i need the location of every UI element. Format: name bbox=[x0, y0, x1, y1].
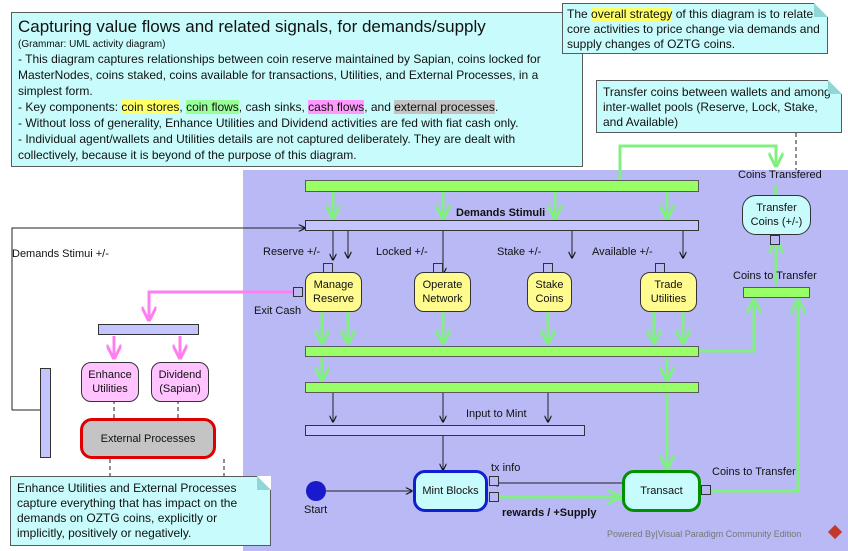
description-note: Capturing value flows and related signal… bbox=[11, 12, 583, 167]
pin-locked bbox=[433, 263, 443, 273]
legend-coin-stores: coin stores bbox=[121, 100, 180, 114]
coin-fork-bar-top bbox=[305, 180, 699, 192]
start-label: Start bbox=[304, 504, 328, 516]
pin-tx-info bbox=[489, 476, 499, 486]
coins-transfered-label: Coins Transfered bbox=[738, 169, 822, 181]
pin-rewards bbox=[489, 492, 499, 502]
input-to-mint-bar bbox=[305, 425, 585, 436]
pin-available bbox=[655, 263, 665, 273]
activity-swimlane bbox=[243, 170, 848, 551]
legend-external-processes: external processes bbox=[394, 100, 495, 114]
diagram-title: Capturing value flows and related signal… bbox=[18, 17, 486, 36]
demands-stimui-flow bbox=[11, 228, 305, 410]
footer-credit: Powered By|Visual Paradigm Community Edi… bbox=[607, 529, 802, 539]
pin-stake bbox=[543, 263, 553, 273]
strategy-note: The overall strategy of this diagram is … bbox=[562, 3, 828, 54]
dividend-action[interactable]: Dividend (Sapian) bbox=[151, 362, 209, 402]
demands-stimuli-bar bbox=[305, 220, 699, 231]
tx-info-label: tx info bbox=[491, 462, 521, 474]
coins-to-transfer-bottom-label: Coins to Transfer bbox=[712, 466, 796, 478]
external-join-bar bbox=[40, 368, 51, 458]
coins-to-transfer-bar bbox=[743, 287, 810, 298]
transfer-coins-action[interactable]: Transfer Coins (+/-) bbox=[742, 195, 811, 235]
locked-pm-label: Locked +/- bbox=[376, 246, 428, 258]
transfer-note: Transfer coins between wallets and among… bbox=[596, 80, 842, 133]
start-node bbox=[306, 481, 326, 501]
pin-reserve bbox=[323, 263, 333, 273]
pin-exit-cash bbox=[293, 287, 303, 297]
rewards-supply-label: rewards / +Supply bbox=[502, 507, 597, 519]
cash-split-bar bbox=[98, 324, 199, 335]
operate-network-action[interactable]: Operate Network bbox=[414, 272, 471, 312]
coin-join-bar bbox=[305, 346, 699, 357]
legend-coin-flows: coin flows bbox=[186, 100, 239, 114]
stake-coins-action[interactable]: Stake Coins bbox=[527, 272, 572, 312]
pin-coins-to-transfer bbox=[701, 485, 711, 495]
transact-action[interactable]: Transact bbox=[622, 470, 701, 512]
description-line-1: - This diagram captures relationships be… bbox=[18, 52, 541, 98]
external-processes-action[interactable]: External Processes bbox=[80, 418, 216, 459]
reserve-pm-label: Reserve +/- bbox=[263, 246, 321, 258]
pin-coins-transfered bbox=[770, 235, 780, 245]
description-line-4: - Individual agent/wallets and Utilities… bbox=[18, 132, 516, 162]
available-pm-label: Available +/- bbox=[592, 246, 653, 258]
legend-cash-flows: cash flows bbox=[308, 100, 365, 114]
grammar-note: (Grammar: UML activity diagram) bbox=[18, 39, 166, 50]
trade-utilities-action[interactable]: Trade Utilities bbox=[640, 272, 697, 312]
input-to-mint-label: Input to Mint bbox=[466, 408, 527, 420]
demands-stimui-pm-label: Demands Stimui +/- bbox=[12, 248, 109, 260]
description-line-3: - Without loss of generality, Enhance Ut… bbox=[18, 116, 519, 130]
exit-cash-label: Exit Cash bbox=[254, 305, 302, 317]
demands-stimuli-label: Demands Stimuli bbox=[456, 207, 546, 219]
stake-pm-label: Stake +/- bbox=[497, 246, 542, 258]
manage-reserve-action[interactable]: Manage Reserve bbox=[305, 272, 362, 312]
coin-merge-bar bbox=[305, 382, 699, 393]
mint-blocks-action[interactable]: Mint Blocks bbox=[413, 470, 488, 512]
enhance-note: Enhance Utilities and External Processes… bbox=[10, 476, 271, 546]
legend-cash-sinks: cash sinks bbox=[245, 100, 302, 114]
enhance-utilities-action[interactable]: Enhance Utilities bbox=[81, 362, 139, 402]
coins-to-transfer-top-label: Coins to Transfer bbox=[733, 270, 817, 282]
